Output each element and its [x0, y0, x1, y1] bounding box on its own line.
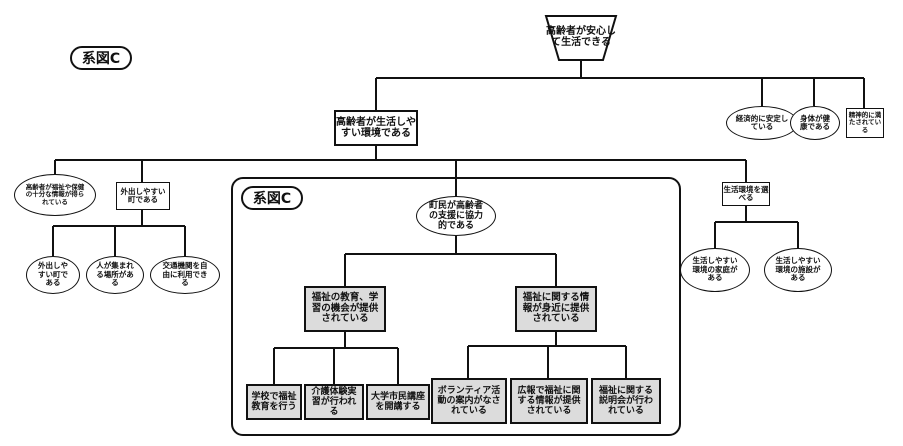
econ-oval: 経済的に安定している [726, 106, 798, 140]
info-enough-oval: 高齢者が福祉や保健の十分な情報が得られている [14, 174, 96, 216]
mind-box: 精神的に満たされている [846, 108, 884, 138]
outer-diagram-label: 系図C [70, 46, 132, 70]
env-choose-box: 生活環境を選べる [722, 182, 770, 206]
easy-out-oval: 外出しやすい町である [26, 256, 80, 294]
cooperation-oval: 町民が高齢者の支援に協力的である [416, 196, 496, 236]
briefing-box: 福祉に関する説明会が行われている [591, 378, 661, 424]
level1-main-box: 高齢者が生活しやすい環境である [334, 110, 418, 146]
univ-lecture-box: 大学市民講座を開講する [366, 384, 430, 420]
gather-place-oval: 人が集まれる場所がある [86, 256, 144, 294]
body-oval: 身体が健康である [790, 106, 840, 140]
outgoing-town-box: 外出しやすい町である [116, 182, 170, 210]
info-nearby-box: 福祉に関する情報が身近に提供されている [515, 286, 597, 332]
edu-learning-box: 福祉の教育、学習の機会が提供されている [304, 286, 386, 332]
volunteer-box: ボランティア活動の案内がなされている [431, 378, 507, 424]
inner-diagram-label: 系図C [241, 186, 303, 210]
care-practice-box: 介護体験実習が行われる [304, 384, 364, 420]
root-goal: 高齢者が安心して生活できる [546, 25, 616, 49]
school-box: 学校で福祉教育を行う [246, 384, 302, 420]
easy-house-oval: 生活しやすい環境の家庭がある [680, 248, 750, 292]
transport-oval: 交通機関を自由に利用できる [150, 256, 220, 294]
root-funnel-shape [544, 15, 618, 61]
pr-info-box: 広報で福祉に関する情報が提供されている [510, 378, 588, 424]
easy-facility-oval: 生活しやすい環境の施設がある [764, 248, 832, 292]
inner-diagram-frame [231, 177, 681, 436]
